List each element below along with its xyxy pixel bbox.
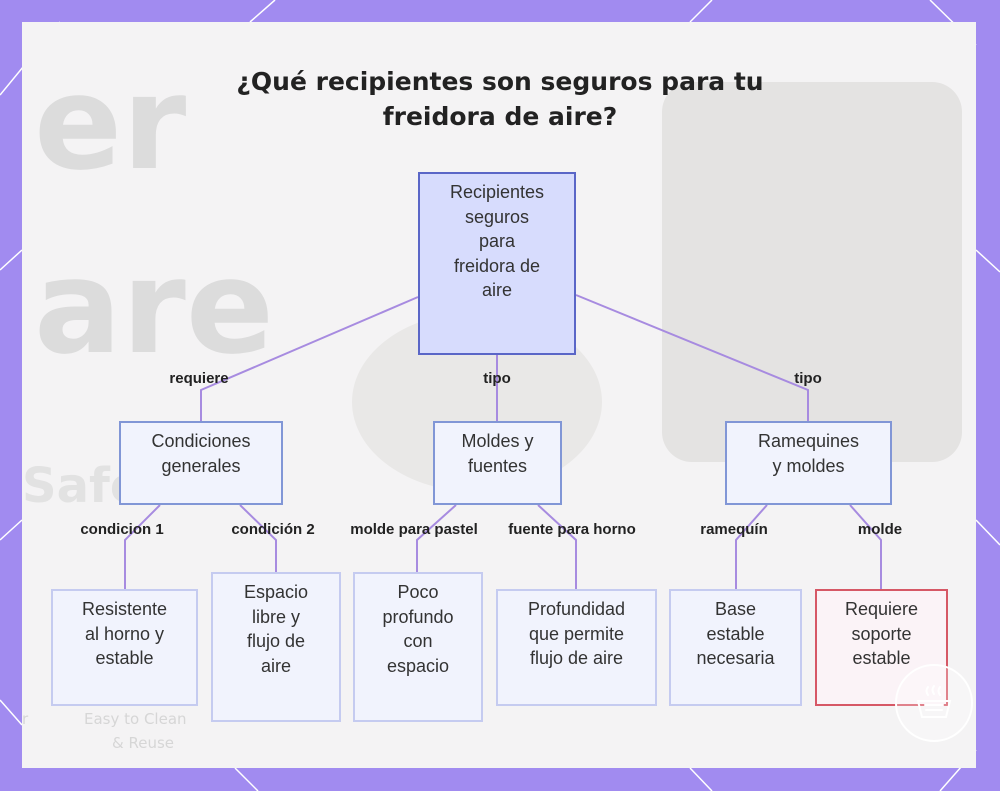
edge-label-condition-2: condición 2 <box>231 521 315 538</box>
node-conditions: Condiciones generales <box>119 421 283 505</box>
edge-root-ramekins <box>575 294 809 421</box>
node-root: Recipientes seguros para freidora de air… <box>418 172 576 355</box>
node-text: Poco <box>397 582 439 602</box>
node-text: libre y <box>251 606 300 627</box>
node-text: Requiere <box>844 599 919 619</box>
page-title: ¿Qué recipientes son seguros para tu fre… <box>200 64 800 134</box>
edge-ramekins-base <box>735 504 768 589</box>
edge-label-cake-pan: molde para pastel <box>350 521 478 538</box>
node-text: para <box>478 231 516 251</box>
node-text: espacio <box>386 655 450 676</box>
node-text: aire <box>260 655 291 676</box>
node-text: profundo <box>382 606 454 627</box>
node-text: aire <box>481 280 512 300</box>
node-depth: Profundidad que permite flujo de aire <box>496 589 657 706</box>
node-text: seguros <box>464 206 530 227</box>
air-fryer-logo-icon <box>895 664 973 742</box>
node-text: estable <box>95 648 154 668</box>
title-line-1: ¿Qué recipientes son seguros para tu <box>236 67 764 96</box>
edge-label-mold: molde <box>857 521 903 538</box>
watermark-caption-2: Easy to Clean <box>84 710 187 728</box>
node-text: Moldes y <box>461 431 534 451</box>
node-text: y moldes <box>772 455 845 476</box>
watermark-caption-3: & Reuse <box>112 734 174 752</box>
edge-molds-shallow <box>416 504 457 572</box>
edge-ramekins-support <box>849 504 882 589</box>
edge-label-type-2: tipo <box>794 370 822 387</box>
edge-label-type-1: tipo <box>483 370 511 387</box>
edge-label-condition-1: condicion 1 <box>80 521 164 538</box>
edge-conditions-resistant <box>124 504 161 589</box>
node-molds-dishes: Moldes y fuentes <box>433 421 562 505</box>
node-text: Espacio <box>243 582 309 602</box>
edge-molds-depth <box>537 504 577 589</box>
node-text: Base <box>714 599 756 619</box>
node-free-space: Espacio libre y flujo de aire <box>211 572 341 722</box>
node-text: estable <box>852 648 911 668</box>
node-shallow: Poco profundo con espacio <box>353 572 483 722</box>
edge-label-ramekin: ramequín <box>700 521 768 538</box>
node-text: generales <box>161 455 241 476</box>
node-text: necesaria <box>696 648 775 668</box>
node-text: que permite <box>528 623 625 644</box>
edge-root-conditions <box>200 296 419 421</box>
node-text: freidora de <box>453 255 541 276</box>
fryer-basket-icon <box>916 685 952 718</box>
edge-conditions-space <box>239 504 277 572</box>
watermark-caption-1: r <box>22 710 29 728</box>
node-text: al horno y <box>84 623 165 644</box>
node-text: Recipientes <box>449 182 545 202</box>
edge-label-oven-dish: fuente para horno <box>508 521 636 538</box>
node-ramekins: Ramequines y moldes <box>725 421 892 505</box>
watermark-word-2: are <box>34 231 275 383</box>
background-product-shape <box>662 82 962 462</box>
node-text: fuentes <box>467 455 528 476</box>
node-text: Resistente <box>81 599 168 619</box>
node-stable-base: Base estable necesaria <box>669 589 802 706</box>
node-text: Ramequines <box>757 431 860 451</box>
title-line-2: freidora de aire? <box>382 102 618 131</box>
node-text: flujo de aire <box>529 648 624 668</box>
node-oven-resistant: Resistente al horno y estable <box>51 589 198 706</box>
edge-label-requires: requiere <box>169 370 229 387</box>
node-text: soporte <box>851 623 912 644</box>
node-text: estable <box>706 623 765 644</box>
node-text: flujo de <box>246 631 306 651</box>
watermark-word-1: er <box>34 47 187 199</box>
node-text: Condiciones <box>151 431 251 451</box>
node-text: Profundidad <box>527 599 626 619</box>
node-text: con <box>403 631 433 651</box>
